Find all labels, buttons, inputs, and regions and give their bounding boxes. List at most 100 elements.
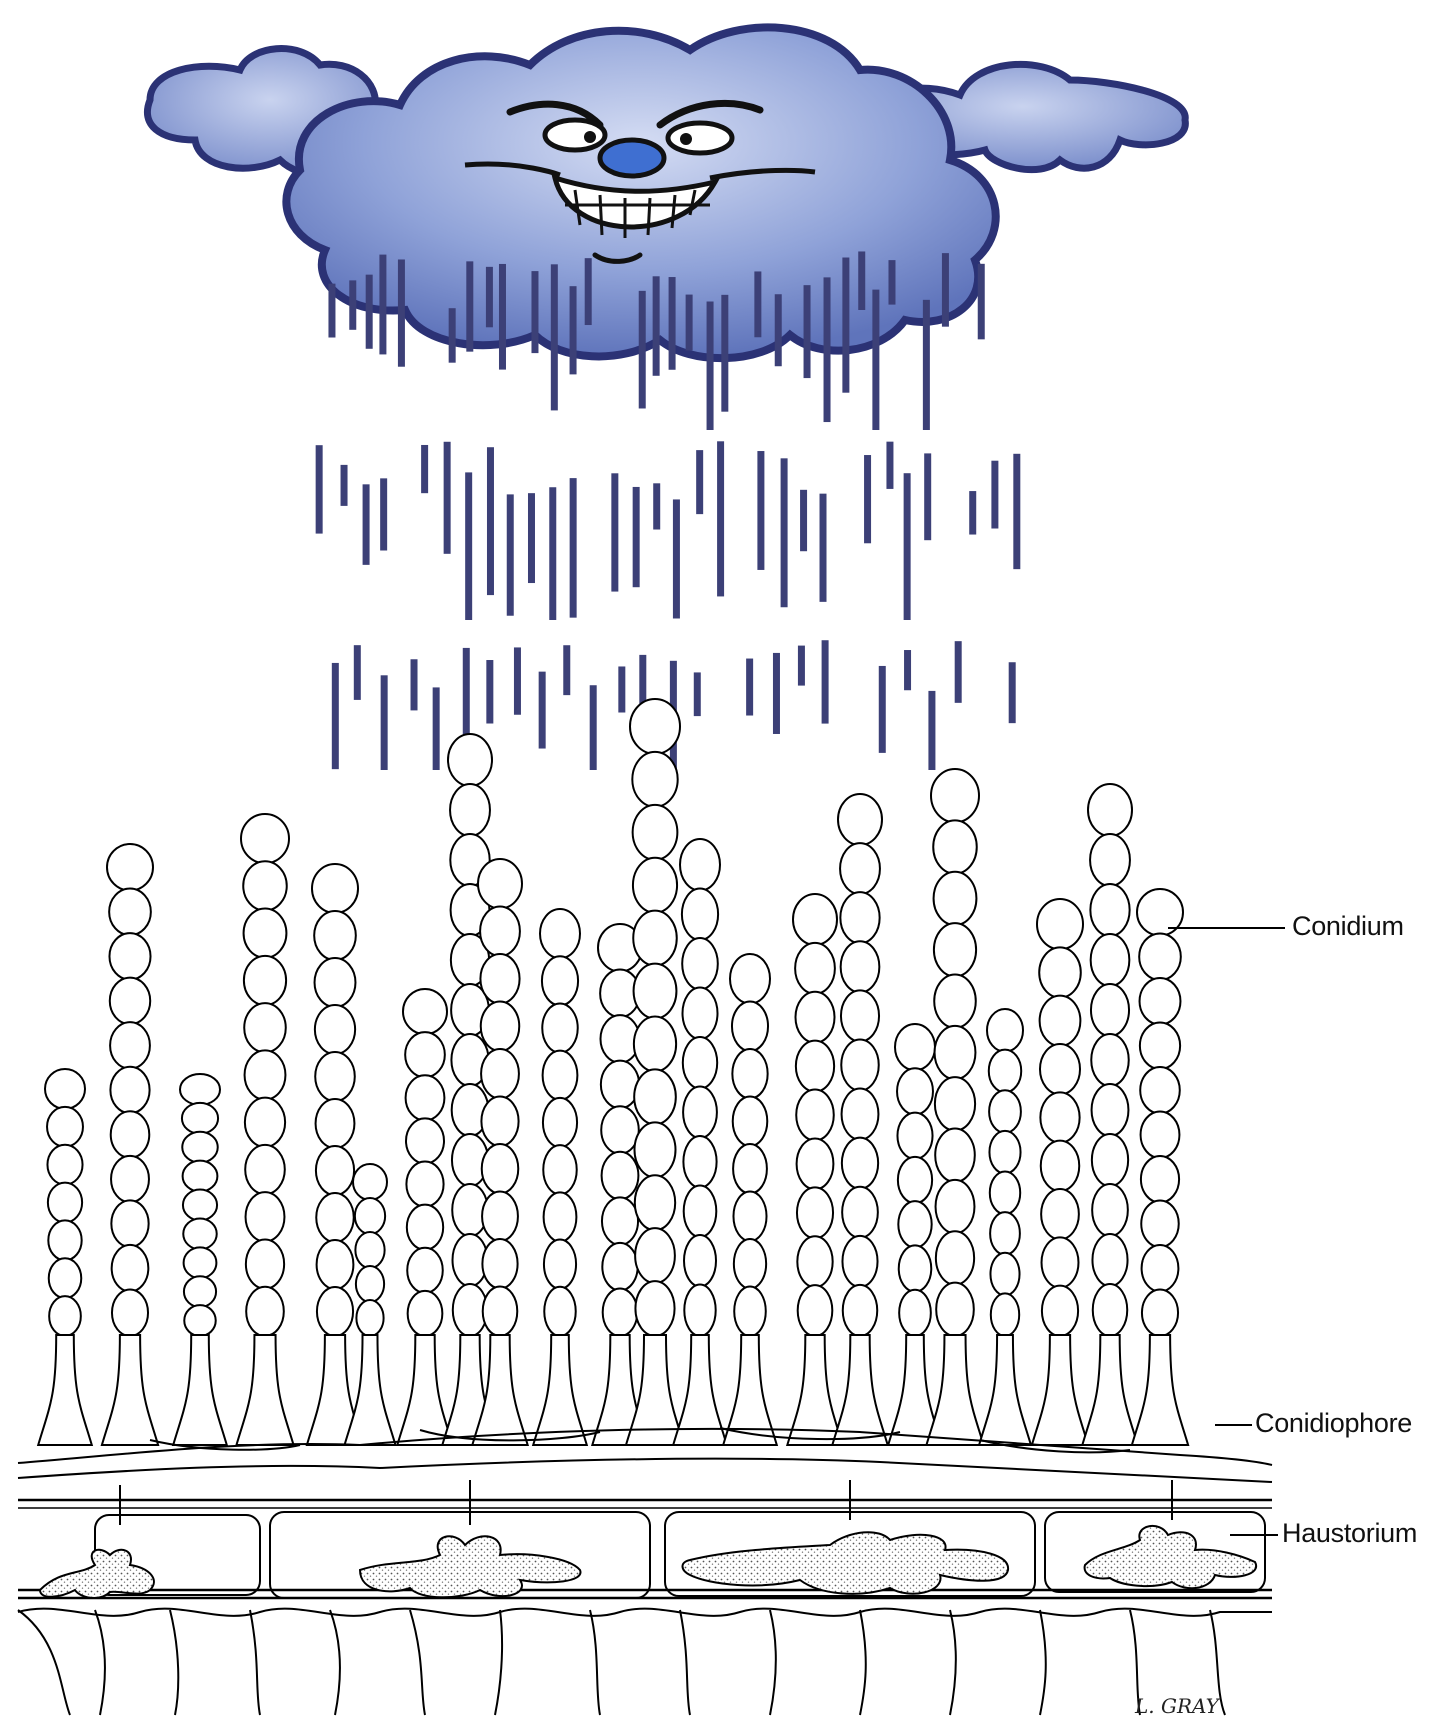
raindrop-streak: [928, 691, 935, 770]
conidium-cell: [936, 1180, 975, 1233]
conidium-cell: [184, 1305, 215, 1336]
conidium-cell: [841, 941, 880, 992]
conidium-cell: [246, 1239, 284, 1288]
haustorium-3: [683, 1532, 1009, 1594]
conidium-cell: [182, 1103, 218, 1134]
conidium-cell: [49, 1258, 82, 1298]
conidium-cell: [1092, 1084, 1129, 1136]
conidium-cell: [312, 864, 358, 913]
raindrop-streak: [551, 264, 558, 410]
conidium-cell: [991, 1293, 1019, 1336]
conidium-cell: [112, 1245, 149, 1292]
raindrop-streak: [366, 275, 373, 349]
conidium-cell: [111, 1111, 150, 1158]
conidium-cell: [355, 1198, 385, 1234]
conidium-cell: [989, 1090, 1021, 1133]
raindrop-streak: [879, 666, 886, 753]
conidium-cell: [482, 1144, 519, 1194]
conidium-cell: [1041, 1189, 1079, 1239]
conidium-cell: [403, 989, 447, 1034]
raindrop-streak: [639, 291, 646, 409]
conidium-cell: [544, 1240, 576, 1289]
conidium-cell: [635, 1228, 675, 1283]
conidium-cell: [733, 1097, 768, 1147]
conidium-cell: [481, 1049, 519, 1099]
conidium-cell: [682, 938, 718, 990]
conidium-cell: [633, 911, 677, 966]
conidium-cell: [184, 1247, 217, 1278]
raindrop-streak: [669, 277, 676, 370]
conidium-cell: [934, 872, 977, 925]
conidium-cell: [684, 1186, 717, 1238]
raindrop-streak: [804, 285, 811, 378]
raindrop-streak: [798, 646, 805, 686]
conidium-cell: [356, 1300, 383, 1336]
conidium-cell: [898, 1157, 932, 1203]
conidium-cell: [245, 1050, 286, 1099]
conidium-cell: [990, 1172, 1020, 1215]
raindrop-streak: [822, 640, 829, 723]
conidium-cell: [111, 1200, 148, 1247]
conidium-cell: [632, 752, 677, 807]
raindrop-streak: [499, 264, 506, 370]
conidium-cell: [630, 699, 680, 754]
raindrop-streak: [923, 300, 930, 430]
conidium-cell: [1142, 1245, 1179, 1292]
raindrop-streak: [978, 264, 985, 340]
raindrop-streak: [942, 253, 949, 327]
conidium-cell: [48, 1183, 82, 1223]
conidium-cell: [797, 1187, 833, 1238]
conidium-cell: [797, 1236, 832, 1287]
raindrop-streak: [707, 302, 714, 430]
raindrop-streak: [1013, 454, 1020, 569]
conidium-cell: [481, 1002, 520, 1052]
conidium-cell: [543, 1145, 576, 1194]
conidium-cell: [244, 909, 287, 958]
conidium-cell: [633, 805, 678, 860]
conidium-cell: [244, 1003, 286, 1052]
conidium-cell: [634, 1069, 676, 1124]
raindrop-streak: [864, 455, 871, 543]
raindrop-streak: [328, 284, 335, 338]
conidium-cell: [734, 1239, 766, 1289]
raindrop-streak: [717, 441, 724, 596]
conidium-cell: [246, 1287, 284, 1336]
conidium-cell: [315, 1005, 355, 1054]
raindrop-streak: [721, 295, 728, 412]
conidium-cell: [542, 1003, 577, 1052]
conidium-cell: [1092, 1134, 1128, 1186]
raindrop-streak: [611, 473, 618, 591]
conidium-cell: [796, 1041, 834, 1092]
raindrop-streak: [570, 478, 577, 618]
conidium-cell: [897, 1113, 932, 1159]
conidium-cell: [49, 1296, 81, 1336]
conidium-cell: [448, 734, 492, 786]
nose: [600, 140, 664, 176]
conidium-cell: [356, 1266, 384, 1302]
conidium-cell: [936, 1283, 974, 1336]
conidium-cell: [1090, 834, 1130, 886]
conidium-cell: [107, 844, 153, 891]
conidium-cell: [732, 1002, 768, 1052]
conidium-cell: [793, 894, 837, 945]
conidium-cell: [483, 1287, 518, 1337]
conidium-cell: [987, 1009, 1023, 1052]
conidium-cell: [635, 1122, 676, 1177]
raindrop-streak: [904, 473, 911, 620]
raindrop-streak: [549, 487, 556, 620]
conidium-cell: [110, 978, 150, 1025]
conidium-cell: [182, 1132, 217, 1163]
conidium-cell: [989, 1131, 1020, 1174]
conidium-cell: [842, 1236, 877, 1287]
conidium-cell: [899, 1245, 932, 1291]
conidium-cell: [989, 1050, 1021, 1093]
conidium-cell: [478, 859, 522, 909]
conidium-cell: [317, 1287, 353, 1336]
conidium-cell: [244, 956, 286, 1005]
conidium-label: Conidium: [1292, 911, 1404, 942]
conidium-cell: [45, 1069, 85, 1109]
conidium-cell: [602, 1197, 638, 1245]
conidium-cell: [990, 1212, 1020, 1255]
haustorium-2: [360, 1536, 580, 1597]
conidium-cell: [406, 1075, 445, 1120]
